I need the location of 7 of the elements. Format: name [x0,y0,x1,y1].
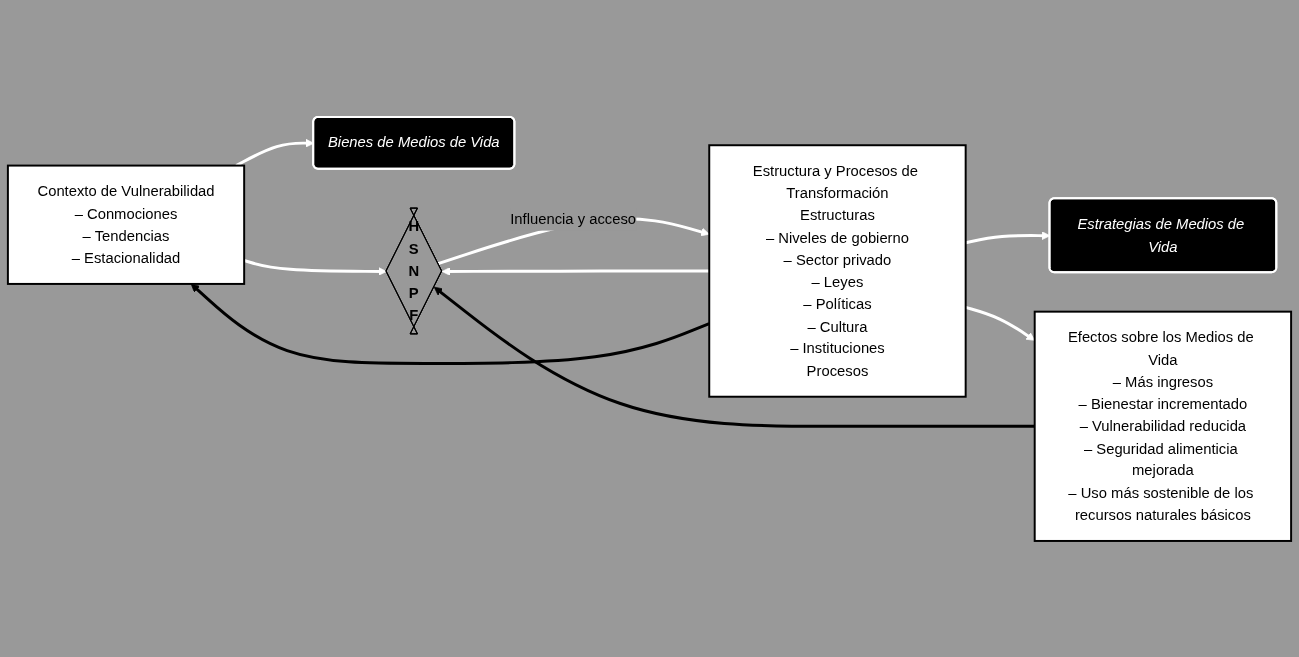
arrow [441,266,710,276]
arrow [433,286,1035,428]
node-box: Estructura y Procesos de Transformación Estructuras – Niveles de gobierno – Sector privado – Leyes – Políticas – Cultura – Instituciones Procesos [708,143,967,398]
edge-label: Influencia y acceso [510,209,637,227]
node-box: Efectos sobre los Medios de Vida – Más ingresos – Bienestar incrementado – Vulnerabilidad reducida – Seguridad alimenticia mejorada – Uso más sostenible de los recursos naturales básicos [1033,310,1293,542]
node-box: Contexto de Vulnerabilidad – Conmociones – Tendencias – Estacionalidad [6,164,246,285]
arrow [190,283,710,365]
